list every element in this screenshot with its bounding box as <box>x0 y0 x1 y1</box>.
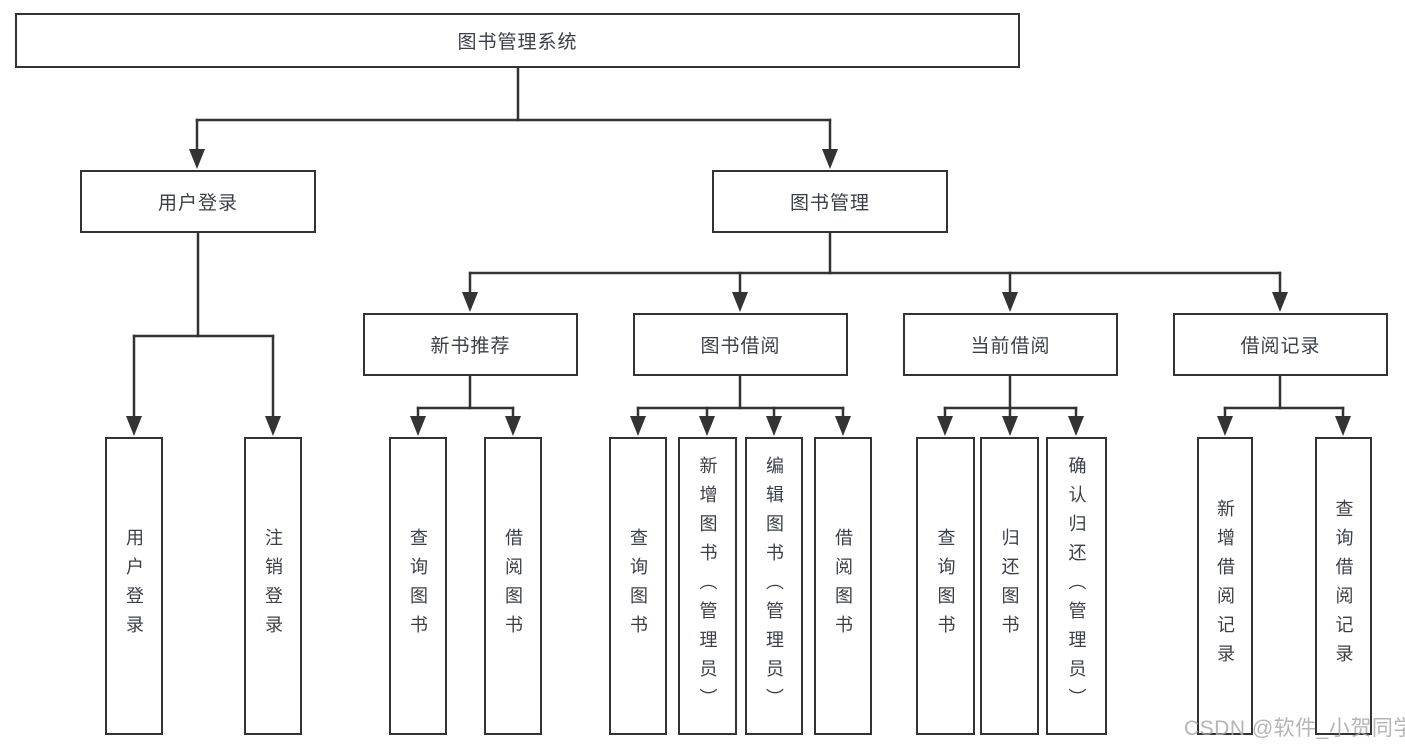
node-label: 用户登录 <box>124 528 144 644</box>
arrowhead <box>189 149 205 169</box>
node-label: 当前借阅 <box>970 336 1051 357</box>
edge-root-to-level2 <box>189 66 838 169</box>
node-label: 用户登录 <box>157 193 238 214</box>
node-current-borrow: 当前借阅 <box>903 313 1118 376</box>
node-label: 查询借阅记录 <box>1333 499 1354 673</box>
node-label: 注销登录 <box>263 528 283 644</box>
node-borrow-records: 借阅记录 <box>1173 313 1388 376</box>
arrowhead <box>505 416 521 436</box>
edge-user-login-to-leaves <box>126 231 281 436</box>
arrowhead <box>1217 416 1233 436</box>
csdn-watermark: CSDN @软件_小贺同学 <box>1184 717 1405 740</box>
leaf-edit-books-admin: 编辑图书（管理员） <box>745 437 803 735</box>
node-label: 新增图书（管理员） <box>697 455 718 717</box>
node-label: 编辑图书（管理员） <box>764 455 784 717</box>
arrowhead <box>732 292 748 312</box>
node-book-management: 图书管理 <box>712 170 948 233</box>
arrowhead <box>937 416 953 436</box>
node-label: 确认归还（管理员） <box>1066 455 1087 717</box>
edge-new-book-recommend-to-leaves <box>410 374 521 436</box>
leaf-query-books-borrow: 查询图书 <box>609 437 667 735</box>
node-root-library-system: 图书管理系统 <box>15 13 1020 68</box>
arrowhead <box>1335 416 1351 436</box>
arrowhead <box>265 416 281 436</box>
arrowhead <box>1002 292 1018 312</box>
arrowhead <box>630 416 646 436</box>
arrowhead <box>822 149 838 169</box>
node-label: 图书管理 <box>789 193 870 214</box>
node-book-borrow: 图书借阅 <box>633 313 848 376</box>
leaf-add-borrow-record: 新增借阅记录 <box>1197 437 1253 735</box>
leaf-return-books: 归还图书 <box>980 437 1039 735</box>
leaf-query-books-recommend: 查询图书 <box>389 437 447 735</box>
arrowhead <box>699 416 715 436</box>
node-label: 新书推荐 <box>430 336 511 357</box>
leaf-borrow-books: 借阅图书 <box>814 437 872 735</box>
node-label: 查询图书 <box>408 528 428 644</box>
arrowhead <box>410 416 426 436</box>
arrowhead <box>1272 292 1288 312</box>
leaf-query-borrow-record: 查询借阅记录 <box>1315 437 1372 735</box>
node-label: 查询图书 <box>935 528 956 644</box>
node-label: 借阅图书 <box>833 528 853 644</box>
leaf-add-books-admin: 新增图书（管理员） <box>678 437 737 735</box>
node-label: 借阅记录 <box>1240 336 1321 357</box>
edge-book-borrow-to-leaves <box>630 374 851 436</box>
node-label: 新增借阅记录 <box>1215 499 1235 673</box>
edge-current-borrow-to-leaves <box>937 374 1084 436</box>
node-label: 查询图书 <box>628 528 648 644</box>
leaf-query-books-current: 查询图书 <box>916 437 975 735</box>
arrowhead <box>1068 416 1084 436</box>
node-label: 借阅图书 <box>503 528 523 644</box>
arrowhead <box>766 416 782 436</box>
edge-borrow-records-to-leaves <box>1217 374 1351 436</box>
node-new-book-recommend: 新书推荐 <box>363 313 578 376</box>
edge-book-management-to-level3 <box>462 231 1288 312</box>
node-user-login: 用户登录 <box>80 170 316 233</box>
arrowhead <box>1002 416 1018 436</box>
leaf-confirm-return-admin: 确认归还（管理员） <box>1046 437 1107 735</box>
arrowhead <box>462 292 478 312</box>
leaf-user-login: 用户登录 <box>105 437 163 735</box>
arrowhead <box>126 416 142 436</box>
leaf-borrow-books-recommend: 借阅图书 <box>484 437 542 735</box>
node-label: 图书借阅 <box>700 336 781 357</box>
arrowhead <box>835 416 851 436</box>
node-label: 归还图书 <box>999 528 1020 644</box>
leaf-logout: 注销登录 <box>244 437 302 735</box>
node-label: 图书管理系统 <box>457 32 578 53</box>
